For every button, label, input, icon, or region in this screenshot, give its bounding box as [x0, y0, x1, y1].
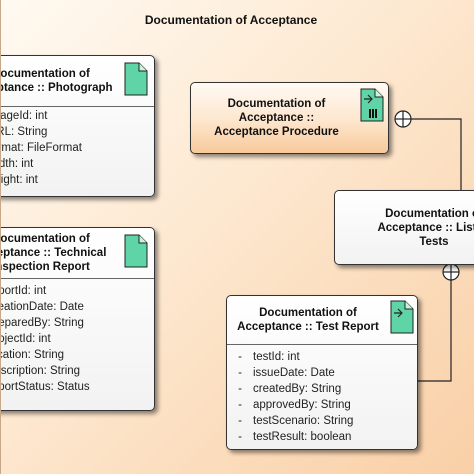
class-title-line: Acceptance :: Test Report [237, 321, 379, 333]
class-title-line: Documentation of [0, 68, 90, 80]
class-title-line: Tests [419, 235, 449, 248]
class-list-of-tests-header: Documentation of Acceptance :: List of T… [335, 191, 474, 264]
connector-procedure-to-list [411, 118, 462, 192]
visibility-marker: - [238, 383, 242, 395]
attribute: projectId: int [1, 333, 51, 345]
attribute: format: FileFormat [1, 142, 82, 154]
attribute: -approvedBy: String [227, 397, 417, 413]
attribute: creationDate: Date [1, 301, 84, 313]
attribute: -testResult: boolean [227, 429, 417, 445]
visibility-marker: - [238, 367, 242, 379]
document-icon [390, 300, 414, 334]
class-title-line: Documentation of [227, 98, 326, 110]
document-icon [124, 62, 148, 96]
class-photograph-attributes: imageId: int URL: String format: FileFor… [0, 108, 154, 188]
attribute: -issueDate: Date [227, 365, 417, 381]
attribute: -testId: int [227, 349, 417, 365]
attribute: location: String [1, 349, 65, 361]
visibility-marker: - [238, 415, 242, 427]
class-title-line: Inspection Report [0, 261, 90, 273]
procedure-document-icon [360, 88, 384, 122]
class-title-line: Acceptance :: Technical [1, 247, 107, 259]
class-photograph-header: Documentation of Acceptance :: Photograp… [0, 56, 154, 107]
class-technical-inspection-report-attributes: reportId: int creationDate: Date prepare… [0, 283, 154, 395]
attribute: URL: String [1, 126, 48, 138]
class-list-of-tests[interactable]: Documentation of Acceptance :: List of T… [334, 190, 474, 265]
attribute: -testScenario: String [227, 413, 417, 429]
class-title-line: Acceptance :: Photograph [1, 82, 113, 94]
class-test-report-header: Documentation of Acceptance :: Test Repo… [227, 296, 417, 345]
attribute: reportStatus: Status [1, 381, 90, 393]
class-title-line: Acceptance Procedure [214, 126, 339, 138]
class-test-report[interactable]: Documentation of Acceptance :: Test Repo… [226, 295, 418, 450]
class-acceptance-procedure-header: Documentation of Acceptance :: Acceptanc… [191, 83, 388, 153]
attribute: imageId: int [0, 110, 48, 122]
class-test-report-attributes: -testId: int -issueDate: Date -createdBy… [227, 349, 417, 445]
attribute: preparedBy: String [0, 317, 84, 329]
class-title-line: Documentation of [385, 207, 474, 220]
class-title-line: Acceptance :: [238, 112, 315, 124]
composition-marker-list [442, 263, 460, 281]
document-icon [124, 234, 148, 268]
class-technical-inspection-report-header: Documentation of Acceptance :: Technical… [0, 228, 154, 279]
class-title-line: Documentation of [0, 233, 90, 245]
package-title: Documentation of Acceptance [144, 13, 318, 27]
visibility-marker: - [238, 431, 242, 443]
connector-list-to-test-report [416, 263, 452, 382]
visibility-marker: - [238, 399, 242, 411]
class-acceptance-procedure[interactable]: Documentation of Acceptance :: Acceptanc… [190, 82, 389, 154]
composition-marker-procedure [394, 110, 412, 128]
attribute: height: int [0, 174, 38, 186]
class-technical-inspection-report[interactable]: Documentation of Acceptance :: Technical… [0, 227, 155, 411]
visibility-marker: - [238, 351, 242, 363]
attribute: -createdBy: String [227, 381, 417, 397]
attribute: width: int [1, 158, 34, 170]
attribute: description: String [0, 365, 81, 377]
attribute: reportId: int [1, 285, 47, 297]
class-title-line: Documentation of [259, 307, 357, 319]
class-photograph[interactable]: Documentation of Acceptance :: Photograp… [0, 55, 155, 197]
class-title-line: Acceptance :: List of [377, 221, 474, 234]
